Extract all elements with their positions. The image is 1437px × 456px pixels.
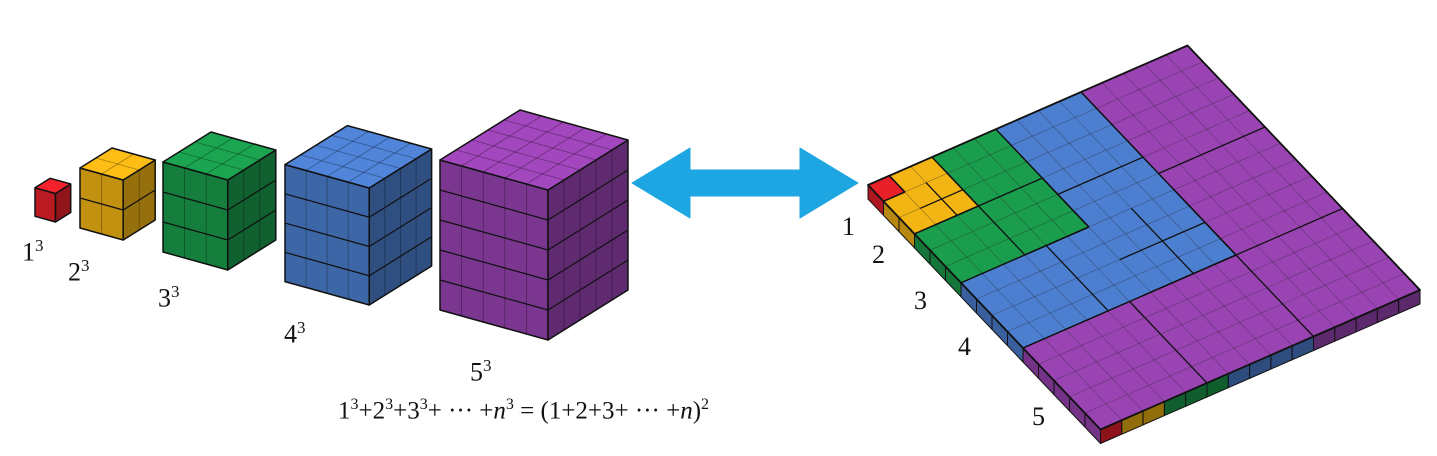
- slab-label-2: 2: [872, 240, 885, 269]
- cube-4-grid-line: [347, 142, 411, 183]
- cube-label-2: 23: [68, 256, 90, 287]
- cube-3-grid-line: [178, 151, 244, 171]
- slab-band-edge: [883, 191, 906, 202]
- cube-4-grid-line: [300, 154, 385, 179]
- slab-block-edge: [1119, 221, 1206, 261]
- slab-block-edge: [978, 177, 1043, 207]
- cube-4-layer-line: [368, 236, 432, 277]
- cube-3-left-face: [162, 161, 229, 271]
- slab-band-edge: [1022, 254, 1237, 349]
- cube-5-layer-line: [547, 229, 629, 281]
- cube-5-layer-line: [547, 199, 629, 251]
- cube-5-grid-line: [455, 149, 565, 181]
- cube-5-layer-line: [439, 249, 549, 281]
- cube-4-layer-line: [284, 251, 370, 277]
- slab-block-edge: [920, 189, 964, 209]
- cube-5-layer-line: [439, 279, 549, 311]
- slab-band-edge: [1080, 91, 1237, 256]
- slab-block-edge: [977, 205, 1026, 256]
- slab-band-edge: [995, 128, 1090, 228]
- slab-outline: [867, 44, 1421, 431]
- cube-2-layer-line: [79, 197, 124, 211]
- cube-4-grid-line: [316, 144, 401, 169]
- slab-band-edge: [931, 156, 979, 207]
- slab-block-edge: [1129, 301, 1208, 384]
- slab-block-edge: [1235, 207, 1343, 256]
- cube-label-1: 13: [22, 236, 44, 267]
- slab-block-edge: [1045, 245, 1109, 312]
- cube-5-grid-line: [471, 139, 581, 171]
- cube-5-grid-line: [487, 129, 597, 161]
- cube-3-layer-line: [162, 191, 228, 211]
- cube-5-grid-line: [482, 121, 564, 173]
- cube-5-grid-line: [461, 115, 542, 167]
- cube-5-left-face: [439, 159, 549, 341]
- cube-5-layer-line: [439, 219, 549, 251]
- cube-2-layer-line: [122, 189, 156, 211]
- cube-label-5: 53: [470, 356, 492, 387]
- cube-5-grid-line: [503, 119, 613, 151]
- cube-2-grid-line: [95, 157, 140, 171]
- cube-3-layer-line: [227, 179, 277, 211]
- slab-block-edge: [1235, 254, 1314, 337]
- cube-3-grid-line: [194, 141, 260, 161]
- slab-label-3: 3: [914, 286, 927, 315]
- cube-5-top-face: [439, 109, 629, 191]
- cube-4-grid-line: [305, 131, 369, 171]
- slab-block-edge: [1158, 126, 1266, 175]
- cube-3-layer-line: [227, 209, 277, 241]
- cube-4-top-face: [284, 124, 433, 189]
- cube-4-layer-line: [284, 222, 370, 248]
- cube-4-grid-line: [331, 134, 417, 160]
- cube-5-grid-line: [504, 127, 586, 179]
- cube-4-layer-line: [368, 206, 432, 248]
- cube-5-layer-line: [439, 189, 549, 221]
- slab-block-edge: [1057, 156, 1144, 195]
- cube-5-layer-line: [547, 259, 629, 311]
- slab-label-4: 4: [958, 332, 971, 361]
- cube-4-grid-line: [326, 136, 390, 177]
- double-arrow-icon: [631, 147, 859, 219]
- cube-label-3: 33: [158, 282, 180, 313]
- slab-band-edge: [888, 175, 906, 193]
- cube-label-4: 43: [284, 318, 306, 349]
- cube-5-grid-line: [526, 133, 607, 185]
- slab-band-edge: [960, 226, 1090, 284]
- cube-4-layer-line: [368, 177, 432, 218]
- cube-2-grid-line: [101, 153, 134, 175]
- slab-label-1: 1: [842, 212, 855, 241]
- cube-1-top-face: [34, 177, 72, 195]
- cube-3-grid-line: [205, 143, 255, 175]
- cube-3-layer-line: [162, 221, 228, 241]
- cube-4-layer-line: [284, 193, 370, 218]
- cube-3-grid-line: [184, 137, 233, 169]
- formula: 13+23+33+ ··· +n3 = (1+2+3+ ··· +n)2: [338, 396, 710, 425]
- slab-label-5: 5: [1032, 402, 1045, 431]
- cube-2-top-face: [79, 147, 156, 181]
- cube-5-layer-line: [547, 169, 629, 221]
- cube-3-top-face: [162, 131, 277, 181]
- slab-band-edge: [914, 205, 979, 235]
